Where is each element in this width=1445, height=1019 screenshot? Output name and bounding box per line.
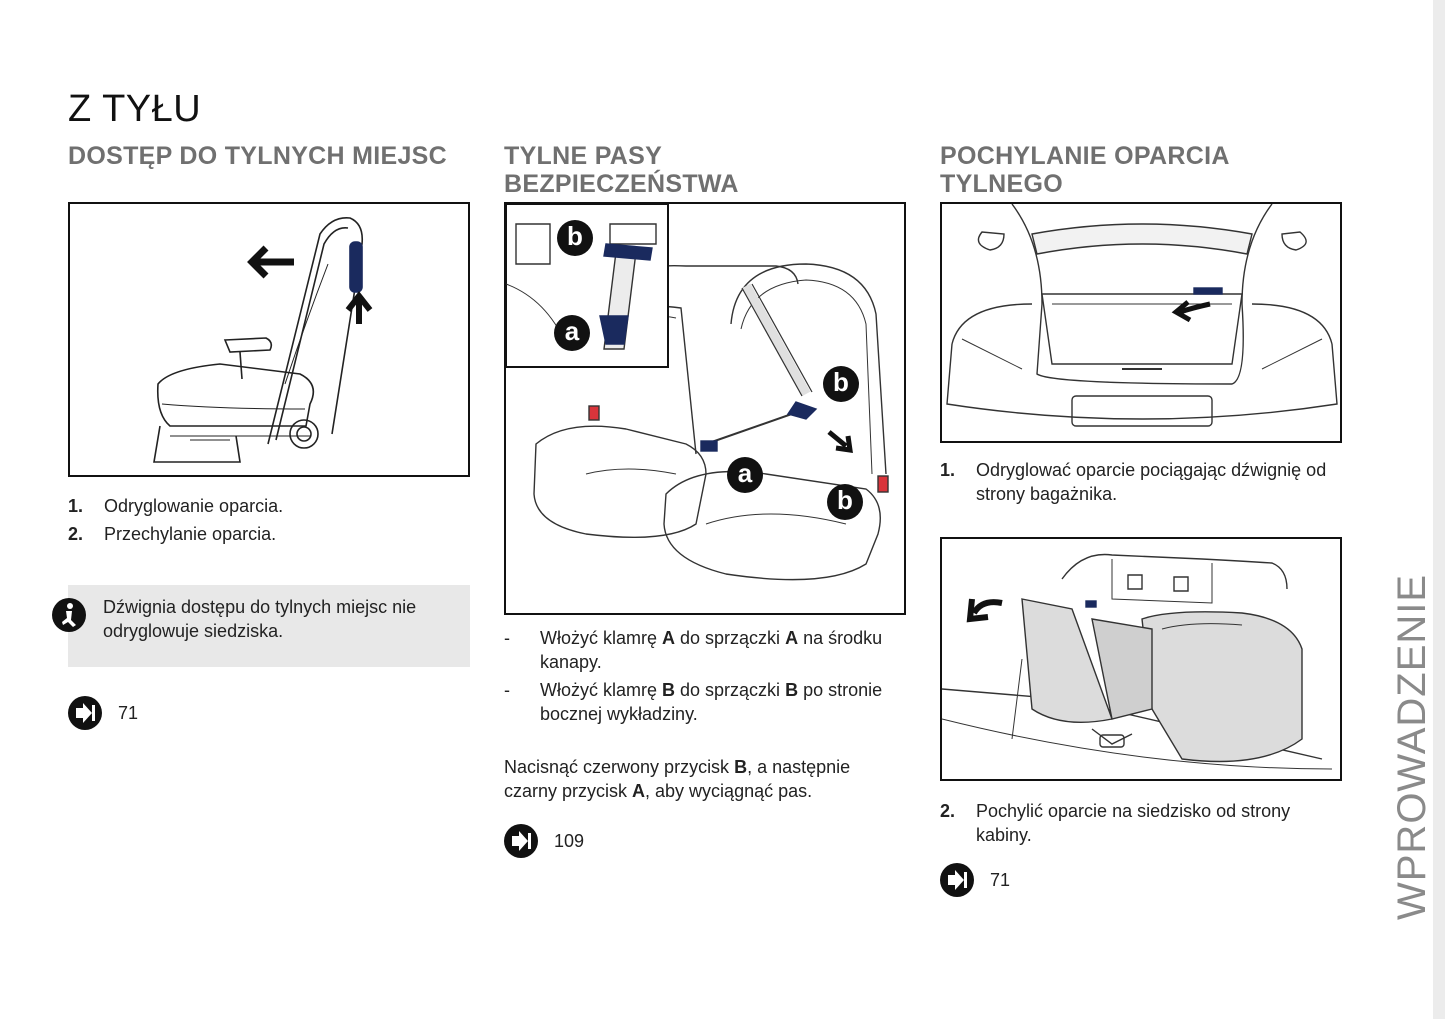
dash: - — [504, 680, 510, 700]
rear-bench-illustration: b a b a b — [504, 202, 906, 615]
page-number: 71 — [990, 869, 1011, 890]
side-strip — [1433, 0, 1445, 1019]
next-page-arrow-icon — [504, 824, 538, 858]
list-item: 2. Przechylanie oparcia. — [68, 522, 468, 546]
folding-seat-illustration — [940, 537, 1342, 781]
section-heading-access: DOSTĘP DO TYLNYCH MIEJSC — [68, 142, 448, 170]
label-b: b — [567, 221, 583, 251]
chapter-side-label: WPROWADZENIE — [1390, 573, 1434, 920]
page-reference[interactable]: 109 — [504, 824, 584, 858]
page-number: 109 — [554, 830, 585, 851]
item-text: Włożyć klamrę B do sprzączki B po stroni… — [540, 680, 883, 724]
heading-line: POCHYLANIE OPARCIA — [940, 142, 1230, 170]
info-text: Dźwignia dostępu do tylnych miejsc nie o… — [103, 597, 417, 641]
access-steps: 1. Odryglowanie oparcia. 2. Przechylanie… — [68, 494, 468, 550]
section-heading-belts: TYLNE PASY BEZPIECZEŃSTWA — [504, 142, 739, 198]
recline-step-2: 2. Pochylić oparcie na siedzisko od stro… — [940, 799, 1340, 851]
dash: - — [504, 628, 510, 648]
step-text: Odryglować oparcie pociągając dźwignię o… — [976, 460, 1327, 504]
recline-step-1: 1. Odryglować oparcie pociągając dźwigni… — [940, 458, 1340, 510]
info-person-icon — [52, 598, 86, 632]
label-a: a — [564, 316, 580, 346]
next-page-arrow-icon — [68, 696, 102, 730]
list-item: 1. Odryglowanie oparcia. — [68, 494, 468, 518]
label-b: b — [837, 485, 853, 515]
seat-illustration — [68, 202, 470, 477]
label-a: a — [737, 458, 753, 488]
trunk-illustration — [940, 202, 1342, 443]
step-number: 1. — [68, 496, 84, 516]
page-number: 71 — [118, 702, 139, 723]
next-page-arrow-icon — [940, 863, 974, 897]
list-item: - Włożyć klamrę B do sprzączki B po stro… — [504, 678, 904, 726]
page-reference[interactable]: 71 — [68, 696, 138, 730]
page-title: Z TYŁU — [68, 88, 202, 130]
item-text: Włożyć klamrę A do sprzączki A na środku… — [540, 628, 883, 672]
section-heading-recline: POCHYLANIE OPARCIA TYLNEGO — [940, 142, 1230, 198]
list-item: - Włożyć klamrę A do sprzączki A na środ… — [504, 626, 904, 674]
label-b: b — [833, 367, 849, 397]
step-text: Przechylanie oparcia. — [104, 524, 277, 544]
heading-line: TYLNEGO — [940, 170, 1063, 198]
list-item: 2. Pochylić oparcie na siedzisko od stro… — [940, 799, 1340, 847]
page-reference[interactable]: 71 — [940, 863, 1010, 897]
list-item: 1. Odryglować oparcie pociągając dźwigni… — [940, 458, 1340, 506]
step-number: 2. — [940, 801, 956, 821]
step-number: 1. — [940, 460, 956, 480]
heading-line: BEZPIECZEŃSTWA — [504, 170, 739, 198]
info-box: Dźwignia dostępu do tylnych miejsc nie o… — [68, 585, 470, 667]
heading-line: TYLNE PASY — [504, 142, 663, 170]
belt-release-text: Nacisnąć czerwony przycisk B, a następni… — [504, 757, 851, 801]
step-number: 2. — [68, 524, 84, 544]
step-text: Odryglowanie oparcia. — [104, 496, 284, 516]
step-text: Pochylić oparcie na siedzisko od strony … — [976, 801, 1291, 845]
belt-instructions: - Włożyć klamrę A do sprzączki A na środ… — [504, 626, 904, 730]
